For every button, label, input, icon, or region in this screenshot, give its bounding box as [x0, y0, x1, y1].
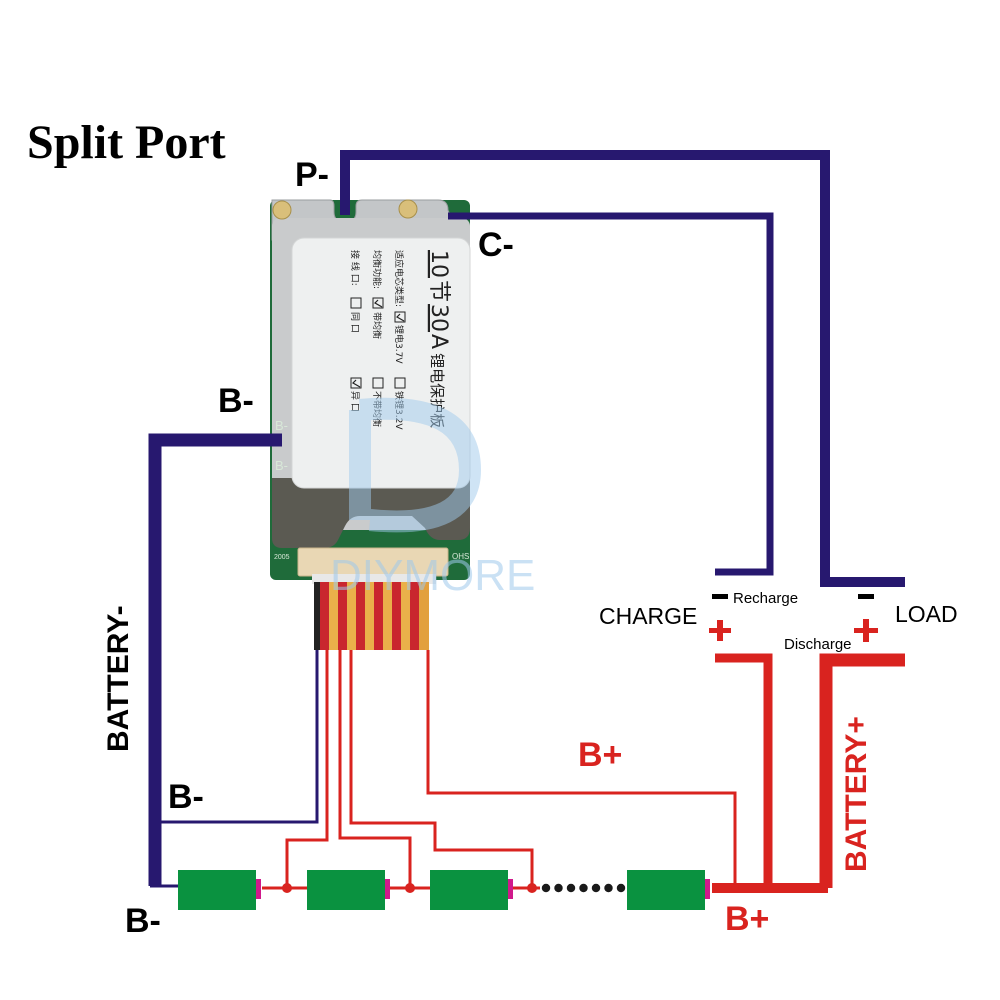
load-minus-icon: [858, 594, 874, 599]
ellipsis-dot: [604, 883, 613, 893]
ellipsis-dot: [554, 883, 563, 893]
charge-plus-wire: [715, 653, 773, 888]
b-plus-sense-wire: [426, 650, 737, 888]
positive-wires: [262, 650, 905, 893]
load-plus-wire: [819, 653, 905, 888]
label-charge: CHARGE: [599, 603, 697, 629]
label-b-minus-battery: B-: [125, 902, 161, 940]
battery-cell: [627, 870, 705, 910]
battery-cell: [178, 870, 256, 910]
sticker-cells: 10: [426, 250, 451, 278]
cell-positive-terminal: [385, 879, 390, 899]
label-b-plus-battery: B+: [725, 900, 769, 938]
label-b-minus-board: B-: [218, 382, 254, 420]
balance-wire-3: [349, 650, 534, 888]
label-c-minus: C-: [478, 226, 514, 264]
watermark: DIYMORE: [330, 551, 535, 600]
ellipsis-dot: [591, 883, 601, 893]
label-load: LOAD: [895, 601, 958, 627]
svg-text:异 口: 异 口: [349, 391, 360, 412]
silk-right: OHS: [452, 552, 469, 561]
battery-cell: [307, 870, 385, 910]
screw-right-icon: [398, 199, 418, 219]
ellipsis-dot: [566, 883, 576, 893]
bms-board: 10节30A锂电保护板 适应电芯类型: 锂电3.7V 铁锂3.2V 均衡功能: …: [270, 199, 535, 650]
p-minus-wire: [340, 150, 905, 587]
checkbox-empty-icon: [372, 377, 384, 389]
svg-text:锂电3.7V: 锂电3.7V: [393, 325, 405, 364]
negative-wires: [148, 150, 905, 888]
checkbox-empty-icon: [350, 297, 362, 309]
junction-dot: [731, 884, 739, 892]
junction-dot: [527, 883, 537, 893]
label-battery-plus: BATTERY+: [840, 716, 873, 872]
svg-text:均衡功能:: 均衡功能:: [371, 250, 383, 289]
sticker-unit2: A: [426, 334, 451, 349]
balance-wire-1: [285, 650, 329, 888]
label-b-plus-balance: B+: [578, 736, 622, 774]
cell-positive-terminal: [256, 879, 261, 899]
load-plus-icon: [854, 619, 878, 642]
battery-cells: [178, 870, 710, 910]
c-minus-wire: [448, 212, 774, 576]
sticker-row-3: 接 线 口: 同 口 异 口: [349, 250, 362, 412]
diagram-title: Split Port: [27, 116, 226, 169]
label-discharge: Discharge: [784, 636, 852, 653]
charge-minus-icon: [712, 594, 728, 599]
label-b-minus-balance: B-: [168, 778, 204, 816]
screw-left-icon: [272, 200, 292, 220]
junction-dot: [405, 883, 415, 893]
checkbox-checked-icon: [394, 311, 406, 323]
checkbox-checked-icon: [350, 377, 362, 389]
silk-left: 2005: [274, 554, 290, 561]
silk-b-minus-1: B-: [275, 418, 288, 433]
charge-plus-icon: [709, 620, 731, 641]
ellipsis-dot: [541, 883, 551, 893]
silk-b-minus-2: B-: [275, 458, 288, 473]
battery-cell: [430, 870, 508, 910]
ellipsis-dots: [541, 883, 626, 893]
svg-text:带均衡: 带均衡: [371, 312, 383, 339]
ribbon-wires: [314, 582, 429, 650]
cell-positive-terminal: [508, 879, 513, 899]
spec-sticker: [291, 237, 471, 489]
svg-text:适应电芯类型:: 适应电芯类型:: [393, 250, 405, 307]
ellipsis-dot: [579, 883, 588, 893]
label-p-minus: P-: [295, 156, 329, 194]
checkbox-empty-icon: [394, 377, 406, 389]
sticker-current: 30: [426, 304, 451, 332]
balance-wire-2: [338, 650, 412, 888]
label-battery-minus: BATTERY-: [102, 605, 135, 752]
b-minus-main-wire: [148, 433, 282, 886]
checkbox-checked-icon: [372, 297, 384, 309]
ellipsis-dot: [616, 883, 626, 893]
watermark-logo-icon: [349, 397, 482, 533]
junction-dot: [282, 883, 292, 893]
b-minus-sense-wire: [155, 650, 319, 824]
sticker-unit1: 节: [426, 280, 451, 302]
svg-text:同 口: 同 口: [349, 312, 360, 333]
label-recharge: Recharge: [733, 590, 798, 607]
svg-text:接 线 口:: 接 线 口:: [349, 250, 361, 286]
cell-positive-terminal: [705, 879, 710, 899]
